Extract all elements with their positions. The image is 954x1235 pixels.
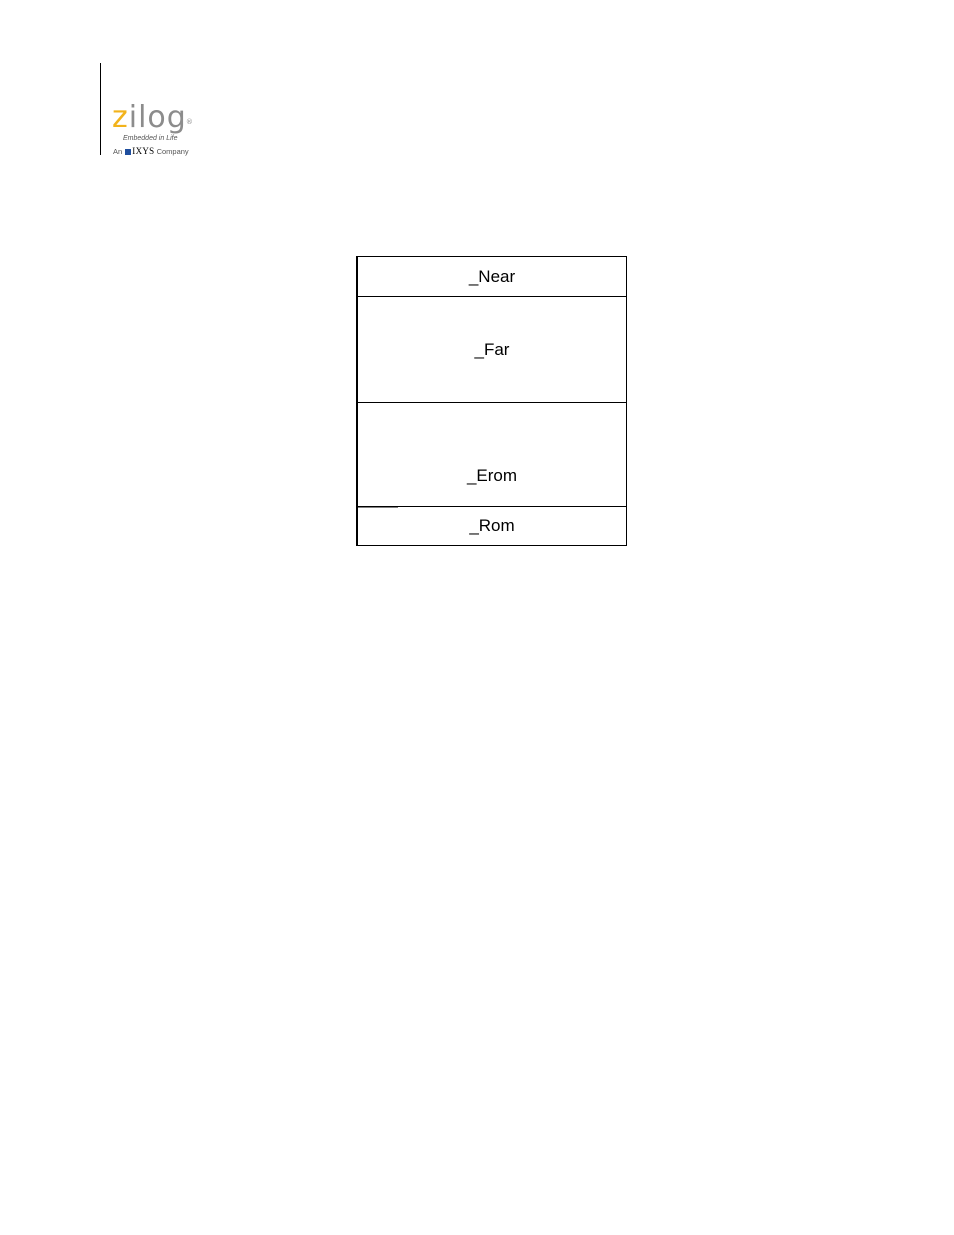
- divider-far-erom: [358, 402, 626, 403]
- registered-mark: ®: [185, 118, 194, 126]
- logo-wordmark: zilog®: [112, 100, 195, 136]
- company-prefix: An: [113, 147, 123, 156]
- memory-map-diagram: _Near _Far _Erom _Rom: [356, 256, 627, 546]
- logo-tagline: Embedded in Life: [123, 135, 178, 142]
- segment-erom-label: _Erom: [466, 466, 518, 485]
- segment-near: _Near: [358, 257, 626, 296]
- segment-rom: _Rom: [358, 507, 626, 545]
- divider-near-far: [358, 296, 626, 297]
- logo-wordmark-z: z: [112, 100, 129, 135]
- company-suffix: Company: [156, 147, 189, 156]
- segment-near-label: _Near: [468, 266, 516, 286]
- company-name: IXYS: [132, 146, 155, 156]
- zilog-logo: zilog® Embedded in Life An IXYS Company: [112, 100, 202, 160]
- divider-erom-rom-accent: [358, 506, 398, 507]
- logo-wordmark-rest: ilog: [128, 100, 187, 135]
- segment-far-label: _Far: [474, 339, 510, 359]
- segment-rom-label: _Rom: [469, 516, 515, 535]
- page-margin-rule: [100, 63, 101, 155]
- segment-far: _Far: [358, 297, 626, 402]
- divider-erom-rom: [358, 506, 626, 507]
- segment-erom: _Erom: [358, 403, 626, 506]
- logo-company-line: An IXYS Company: [113, 146, 189, 156]
- ixys-square-icon: [125, 148, 132, 155]
